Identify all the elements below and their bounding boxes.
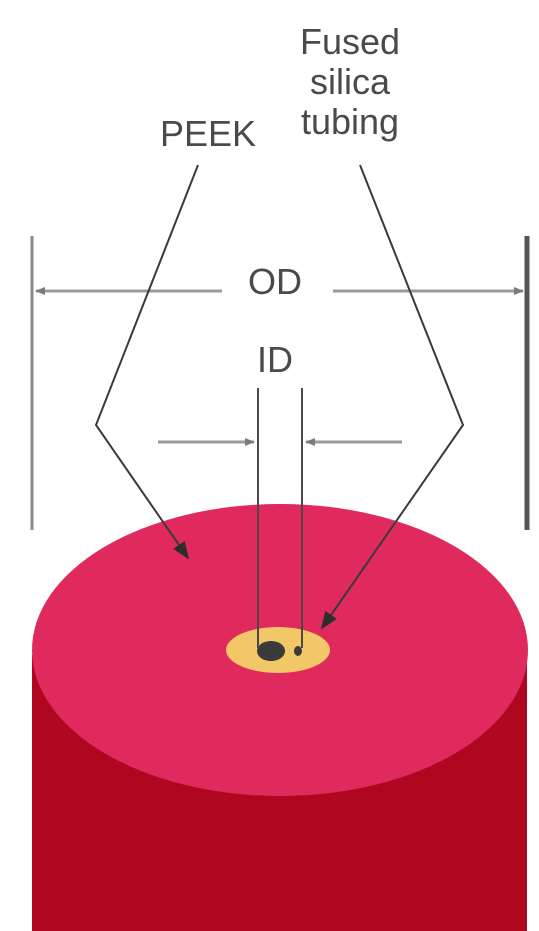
- inner-bore: [257, 641, 285, 661]
- peek-leader-line: [94, 164, 199, 560]
- fused-silica-tubing-label: Fused silica tubing: [275, 22, 425, 142]
- fused-silica-label-line-3: tubing: [300, 101, 400, 142]
- fused-silica-leader-line: [320, 164, 465, 630]
- inner-bore-highlight: [294, 646, 302, 656]
- inner-diameter-label: ID: [257, 339, 293, 380]
- fused-silica-label-line-1: Fused: [299, 21, 401, 62]
- fused-silica-label-line-2: silica: [309, 61, 390, 102]
- outer-diameter-label: OD: [248, 261, 302, 302]
- peek-label: PEEK: [159, 113, 257, 154]
